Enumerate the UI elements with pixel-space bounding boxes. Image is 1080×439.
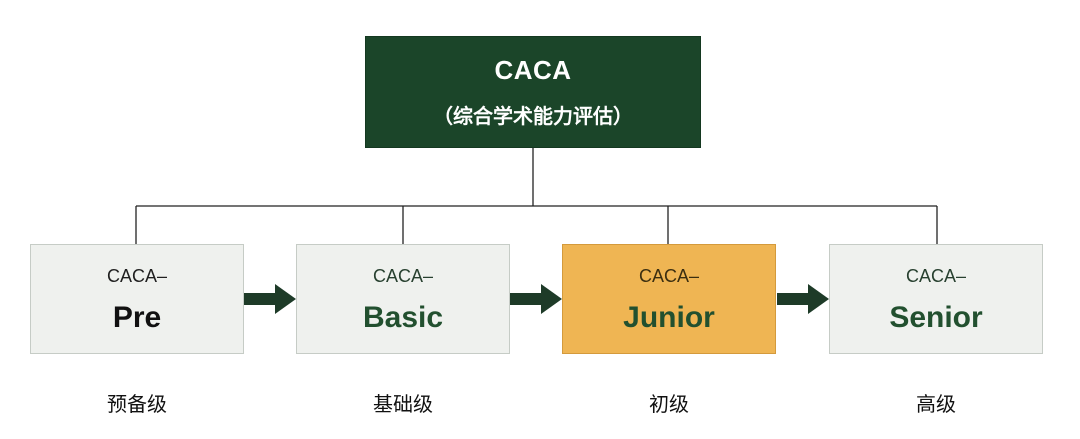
level-caption-junior: 初级 bbox=[649, 394, 689, 416]
level-prefix: CACA– bbox=[638, 265, 700, 286]
level-caption-basic: 基础级 bbox=[373, 394, 433, 416]
level-name: Senior bbox=[889, 300, 983, 334]
level-name: Basic bbox=[362, 300, 444, 334]
level-node-pre: CACA– Pre bbox=[30, 244, 244, 354]
level-name: Junior bbox=[623, 300, 715, 334]
level-caption-senior: 高级 bbox=[916, 394, 956, 416]
arrow-basic-to-junior bbox=[510, 284, 562, 314]
level-prefix: CACA– bbox=[106, 265, 168, 286]
level-prefix: CACA– bbox=[905, 265, 967, 286]
level-caption-pre: 预备级 bbox=[107, 394, 167, 416]
root-subtitle: （综合学术能力评估） bbox=[433, 106, 633, 128]
level-name: Pre bbox=[112, 300, 162, 334]
level-prefix: CACA– bbox=[372, 265, 434, 286]
level-node-junior: CACA– Junior bbox=[562, 244, 776, 354]
root-title: CACA bbox=[494, 55, 572, 85]
arrow-pre-to-basic bbox=[244, 284, 296, 314]
arrow-junior-to-senior bbox=[777, 284, 829, 314]
level-node-senior: CACA– Senior bbox=[829, 244, 1043, 354]
level-node-basic: CACA– Basic bbox=[296, 244, 510, 354]
root-node-caca: CACA （综合学术能力评估） bbox=[365, 36, 701, 148]
